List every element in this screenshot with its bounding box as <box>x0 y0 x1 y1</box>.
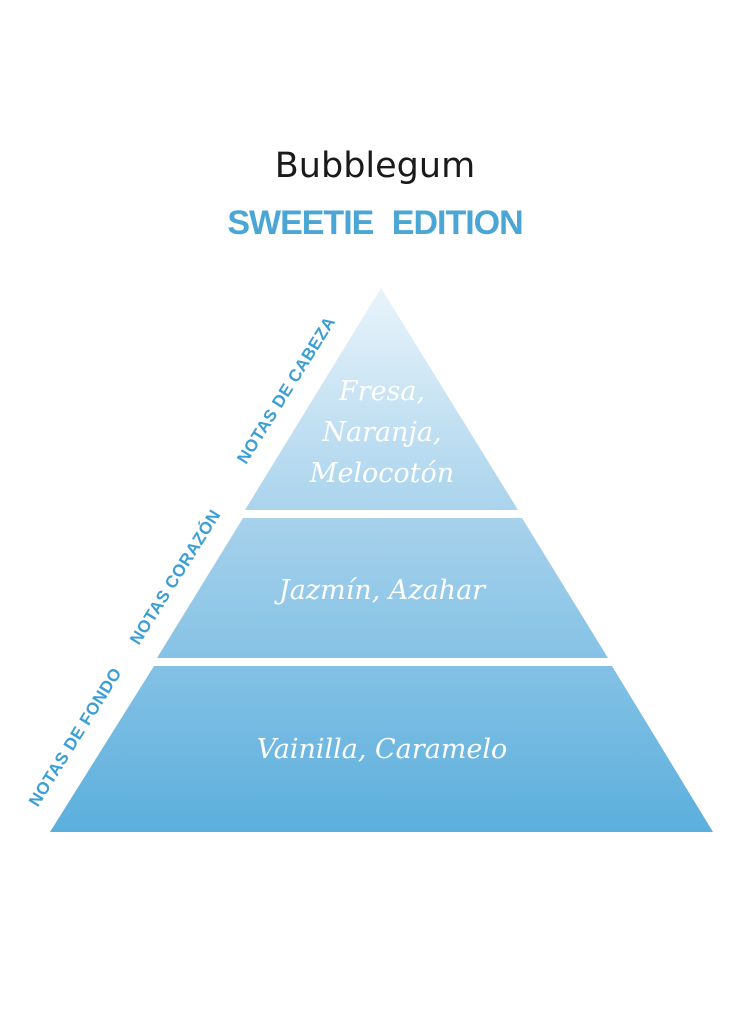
tier-middle-text: Jazmín, Azahar <box>274 575 487 606</box>
tier-middle <box>157 518 608 658</box>
tier-top-line-2: Naranja, <box>321 417 441 448</box>
tier-bottom-text: Vainilla, Caramelo <box>257 734 508 765</box>
edition-subtitle: SWEETIE EDITION <box>227 204 523 242</box>
product-title: Bubblegum <box>274 146 476 186</box>
tier-top <box>245 288 518 510</box>
tier-top-line-3: Melocotón <box>309 458 454 489</box>
tier-top-line-1: Fresa, <box>338 376 425 407</box>
tier-bottom <box>50 666 713 832</box>
